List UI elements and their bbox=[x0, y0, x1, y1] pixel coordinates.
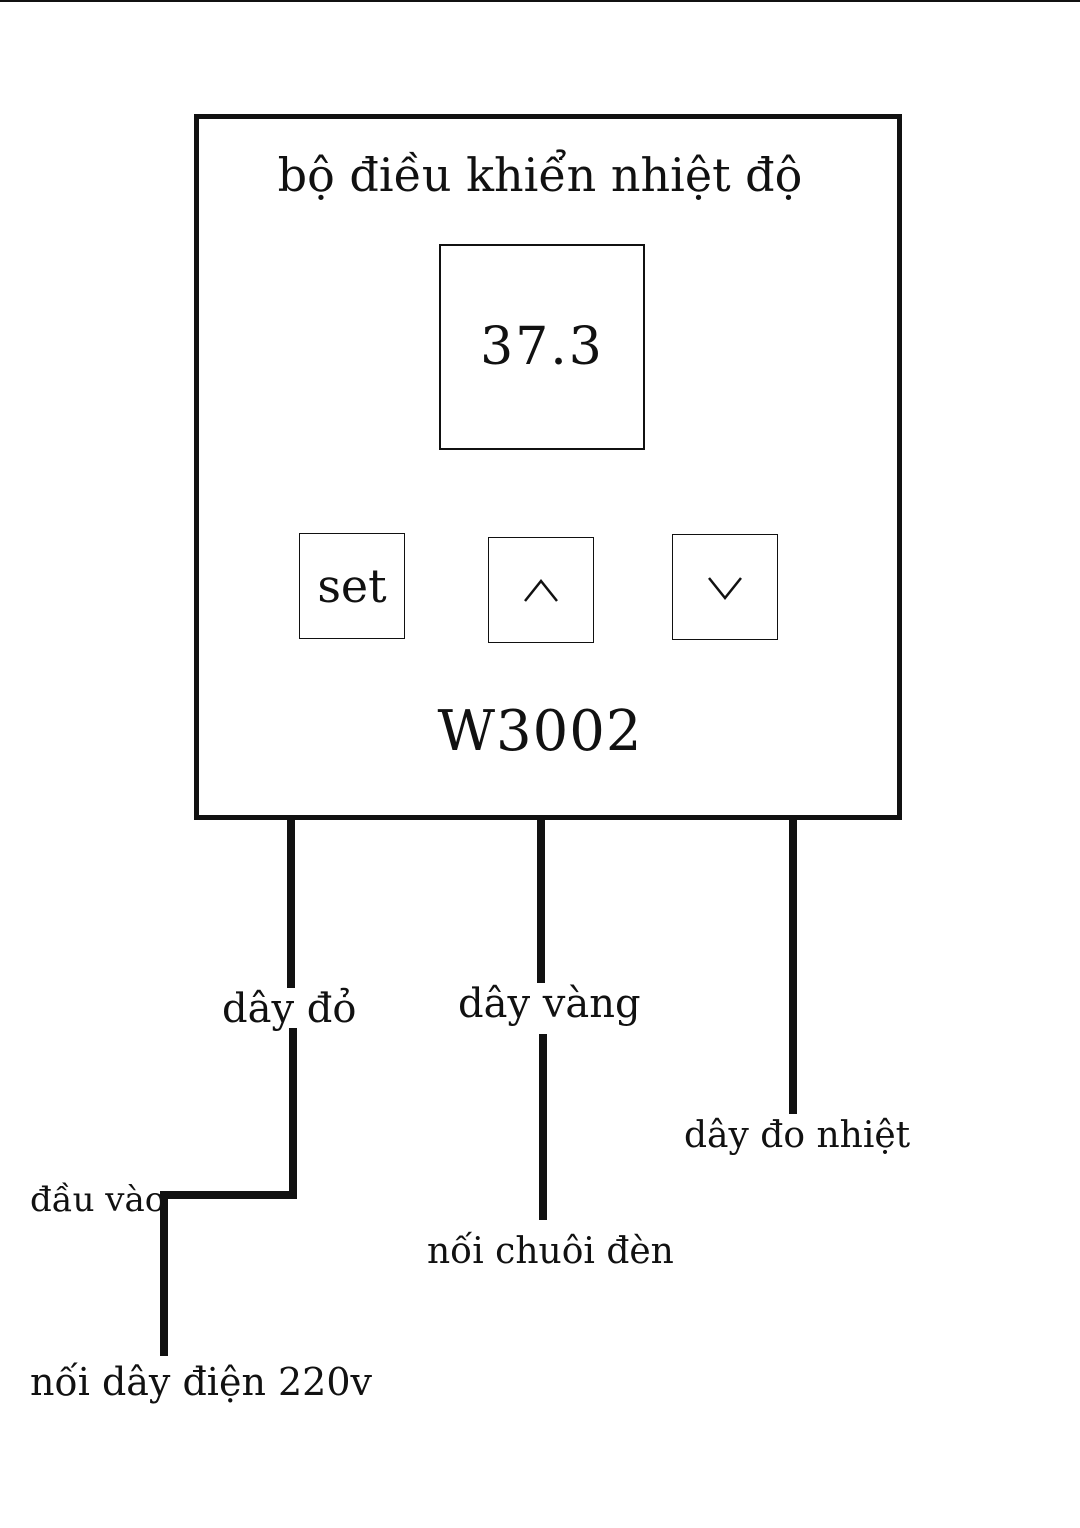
model-number: W3002 bbox=[437, 699, 643, 764]
power-supply-label: nối dây điện 220v bbox=[30, 1360, 372, 1404]
sensor-wire-label: dây đo nhiệt bbox=[684, 1115, 911, 1156]
down-button[interactable] bbox=[672, 534, 778, 640]
set-button[interactable]: set bbox=[299, 533, 405, 639]
caret-down-icon bbox=[708, 577, 742, 601]
temperature-display: 37.3 bbox=[439, 244, 645, 450]
caret-up-icon bbox=[524, 578, 558, 602]
yellow-wire-label: dây vàng bbox=[458, 981, 641, 1027]
lamp-socket-label: nối chuôi đèn bbox=[427, 1231, 674, 1272]
up-button[interactable] bbox=[488, 537, 594, 643]
set-button-label: set bbox=[317, 559, 387, 613]
red-wire-lower bbox=[160, 1028, 297, 1356]
top-border-line bbox=[0, 0, 1080, 2]
temperature-value: 37.3 bbox=[480, 317, 604, 377]
input-label: đầu vào bbox=[30, 1180, 166, 1220]
device-title: bộ điều khiển nhiệt độ bbox=[277, 148, 803, 202]
red-wire-label: dây đỏ bbox=[222, 986, 357, 1032]
thermostat-body bbox=[194, 114, 902, 820]
